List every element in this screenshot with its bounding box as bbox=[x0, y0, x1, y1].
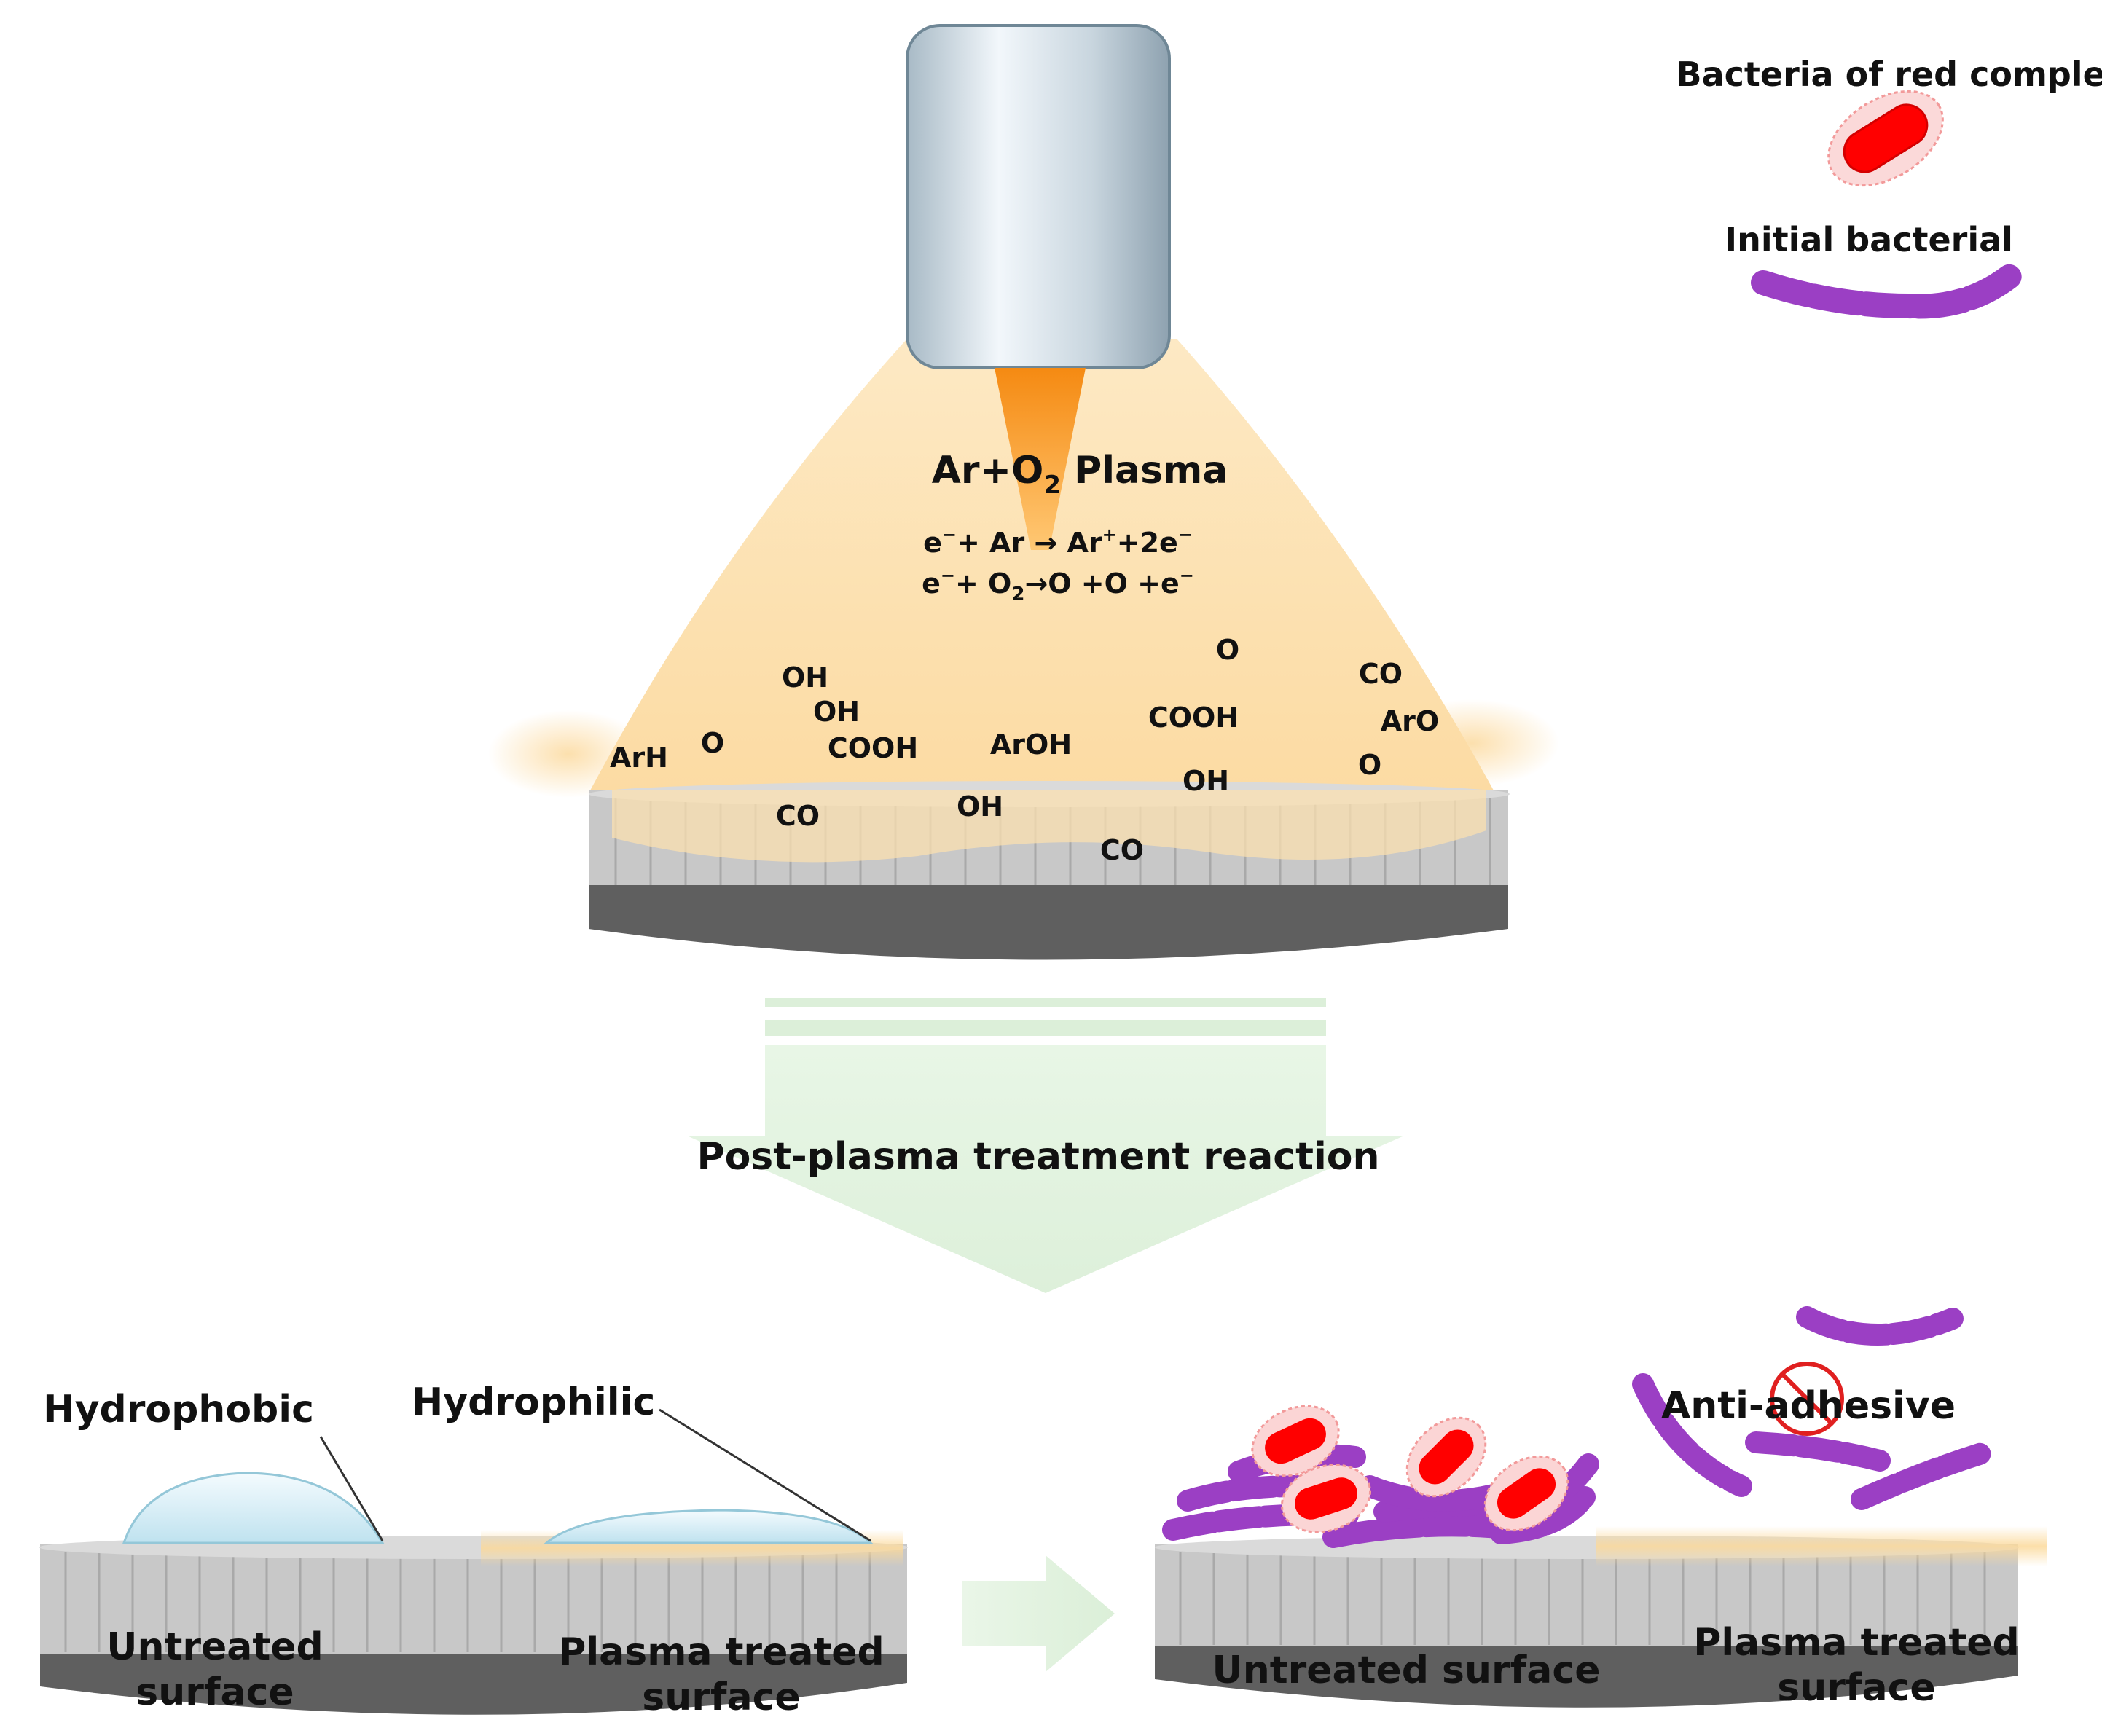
species-aroh: ArOH bbox=[990, 728, 1072, 761]
hydrophilic-label: Hydrophilic bbox=[412, 1380, 656, 1424]
species-oh: OH bbox=[813, 696, 860, 728]
arrow-stripe bbox=[765, 998, 1326, 1007]
right-plasma-glow bbox=[1596, 1526, 2047, 1566]
species-oh: OH bbox=[782, 661, 828, 694]
left-substrate-column-lines bbox=[64, 1552, 871, 1652]
right-adhesion-panel: Anti-adhesive Untreated surface Plasma t… bbox=[1155, 1306, 2047, 1710]
hydrophobic-label: Hydrophobic bbox=[43, 1388, 314, 1431]
red-complex-bacterium-icon bbox=[1251, 1405, 1340, 1477]
plasma-equation-o2: e−+ O2→O +O +e− bbox=[922, 565, 1194, 605]
right-substrate-column-lines bbox=[1179, 1552, 1986, 1645]
repelled-chain bbox=[1745, 1431, 1891, 1472]
red-complex-bacterium-icon bbox=[1405, 1416, 1487, 1498]
post-plasma-arrow: Post-plasma treatment reaction bbox=[689, 998, 1403, 1293]
top-plasma-scene: Ar+O2 Plasma e−+ Ar → Ar++2e− e−+ O2→O +… bbox=[488, 24, 1559, 960]
species-o: O bbox=[701, 727, 724, 759]
plasma-nozzle bbox=[906, 24, 1171, 369]
legend-red-complex-label: Bacteria of red complex bbox=[1676, 55, 2102, 94]
plasma-jet bbox=[995, 368, 1086, 550]
anti-adhesive-label: Anti-adhesive bbox=[1661, 1384, 1956, 1428]
top-substrate bbox=[589, 781, 1510, 960]
species-co: CO bbox=[1359, 658, 1403, 690]
repelled-chain bbox=[1796, 1306, 1964, 1346]
species-o: O bbox=[1358, 749, 1381, 781]
plasma-equation-ar: e−+ Ar → Ar++2e− bbox=[923, 525, 1193, 559]
repelled-initial-bacteria bbox=[1632, 1306, 1993, 1510]
arrow-label: Post-plasma treatment reaction bbox=[697, 1135, 1379, 1179]
plasma-title: Ar+O2 Plasma bbox=[932, 449, 1228, 500]
red-complex-bacterium-icon bbox=[1483, 1455, 1569, 1532]
species-arh: ArH bbox=[610, 742, 668, 774]
red-complex-bacterium-icon bbox=[1827, 90, 1944, 187]
species-oh: OH bbox=[957, 790, 1003, 822]
hydrophobic-pointer bbox=[319, 1436, 384, 1541]
arrow-body bbox=[689, 1045, 1403, 1293]
adhered-chain bbox=[1490, 1486, 1596, 1544]
species-cooh: COOH bbox=[1148, 702, 1239, 734]
hydrophobic-droplet bbox=[122, 1472, 385, 1544]
red-complex-bacteria bbox=[1251, 1405, 1569, 1533]
reactive-species: OH OH COOH ArH O ArOH O COOH CO ArO OH O… bbox=[610, 634, 1439, 866]
hydrophilic-droplet bbox=[543, 1509, 874, 1544]
legend-initial-label: Initial bacterial bbox=[1725, 220, 2013, 259]
species-co: CO bbox=[776, 800, 820, 832]
initial-bacterium-chain-icon bbox=[1751, 263, 2023, 319]
species-co: CO bbox=[1100, 834, 1144, 866]
right-untreated-label: Untreated surface bbox=[1212, 1649, 1601, 1692]
plasma-cone bbox=[590, 339, 1494, 790]
species-oh: OH bbox=[1183, 765, 1229, 797]
top-substrate-plasma-tint bbox=[612, 790, 1486, 863]
species-cooh: COOH bbox=[828, 732, 918, 764]
small-transition-arrow bbox=[962, 1555, 1115, 1672]
arrow-stripe bbox=[765, 1020, 1326, 1036]
repelled-chain bbox=[1632, 1373, 1752, 1497]
species-aro: ArO bbox=[1381, 705, 1439, 737]
red-complex-bacterium-icon bbox=[1280, 1464, 1372, 1533]
species-o: O bbox=[1216, 634, 1239, 666]
hydrophilic-pointer bbox=[659, 1408, 871, 1542]
legend: Bacteria of red complex Initial bacteria… bbox=[1676, 55, 2102, 319]
repelled-chain bbox=[1851, 1442, 1993, 1510]
prohibited-icon bbox=[1770, 1362, 1844, 1436]
